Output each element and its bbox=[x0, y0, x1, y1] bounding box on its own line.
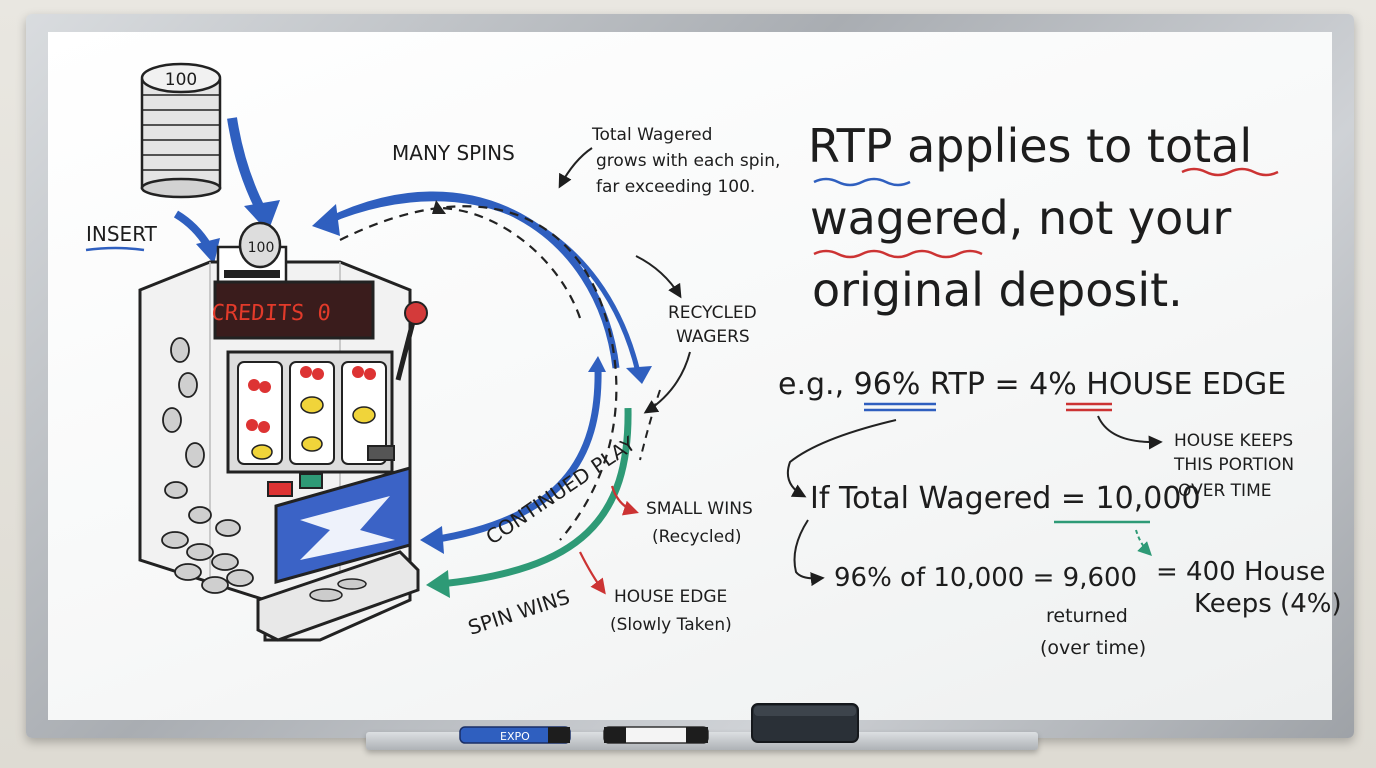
coin-slot-label: 100 bbox=[248, 240, 275, 256]
cherry-icon bbox=[246, 366, 376, 433]
svg-text:wagered, not your: wagered, not your bbox=[810, 191, 1231, 245]
svg-text:(Recycled): (Recycled) bbox=[652, 527, 742, 547]
svg-text:returned: returned bbox=[1046, 605, 1128, 627]
blue-marker: EXPO bbox=[459, 726, 571, 744]
svg-text:RECYCLED: RECYCLED bbox=[668, 303, 757, 323]
credits-display-text: CREDITS 0 bbox=[211, 301, 332, 326]
house-keeps-note: HOUSE KEEPS THIS PORTION OVER TIME bbox=[1173, 431, 1294, 501]
calc-line: 96% of 10,000 = 9,600 bbox=[834, 563, 1137, 593]
lever bbox=[395, 317, 417, 381]
coin-drop-arrow bbox=[227, 117, 267, 215]
svg-text:grows with each spin,: grows with each spin, bbox=[596, 151, 780, 171]
svg-text:(Slowly Taken): (Slowly Taken) bbox=[610, 615, 732, 635]
svg-text:Keeps (4%): Keeps (4%) bbox=[1194, 589, 1342, 619]
slot-machine: 100 CREDITS 0 bbox=[138, 221, 428, 642]
insert-arrow bbox=[173, 210, 212, 249]
coin-in-slot bbox=[238, 221, 282, 269]
house-edge-note: HOUSE EDGE (Slowly Taken) bbox=[610, 587, 732, 635]
spin-wins-label: SPIN WINS bbox=[465, 584, 573, 639]
recycled-wagers-label: RECYCLED WAGERS bbox=[668, 303, 757, 347]
svg-text:HOUSE EDGE: HOUSE EDGE bbox=[614, 587, 727, 607]
svg-text:WAGERS: WAGERS bbox=[676, 327, 750, 347]
black-marker bbox=[603, 726, 709, 744]
svg-text:= 400 House: = 400 House bbox=[1156, 557, 1325, 587]
svg-text:far exceeding 100.: far exceeding 100. bbox=[596, 177, 755, 197]
total-wagered-note: Total Wagered grows with each spin, far … bbox=[591, 125, 780, 197]
svg-text:(over time): (over time) bbox=[1040, 637, 1146, 659]
svg-text:SMALL WINS: SMALL WINS bbox=[646, 499, 753, 519]
eraser bbox=[751, 703, 859, 743]
if-total-wagered-line: If Total Wagered = 10,000 bbox=[810, 481, 1201, 516]
insert-label: INSERT bbox=[86, 222, 158, 246]
spin-wins-arrow bbox=[439, 407, 632, 588]
credits-display bbox=[213, 280, 375, 340]
example-line: e.g., 96% RTP = 4% HOUSE EDGE bbox=[778, 367, 1286, 402]
svg-text:Total Wagered: Total Wagered bbox=[591, 125, 712, 145]
svg-text:HOUSE KEEPS: HOUSE KEEPS bbox=[1174, 431, 1293, 451]
lever-knob bbox=[404, 301, 428, 325]
headline: RTP applies to total wagered, not your o… bbox=[808, 119, 1252, 317]
svg-text:RTP applies to total: RTP applies to total bbox=[808, 119, 1252, 173]
small-wins-label: SMALL WINS (Recycled) bbox=[646, 499, 753, 547]
svg-text:THIS PORTION: THIS PORTION bbox=[1173, 455, 1294, 475]
returned-note: returned (over time) bbox=[1040, 605, 1146, 659]
svg-text:EXPO: EXPO bbox=[500, 730, 530, 743]
svg-text:OVER TIME: OVER TIME bbox=[1178, 481, 1271, 501]
many-spins-label: MANY SPINS bbox=[392, 141, 515, 165]
coin-stack-label: 100 bbox=[165, 70, 197, 90]
svg-text:original deposit.: original deposit. bbox=[812, 263, 1183, 317]
recycle-loop-dashed bbox=[339, 205, 618, 541]
house-keeps-amount: = 400 House Keeps (4%) bbox=[1156, 557, 1342, 619]
lemon-icon bbox=[251, 396, 376, 460]
continued-play-arrow bbox=[431, 367, 602, 544]
coin-stack: 100 bbox=[140, 62, 222, 199]
